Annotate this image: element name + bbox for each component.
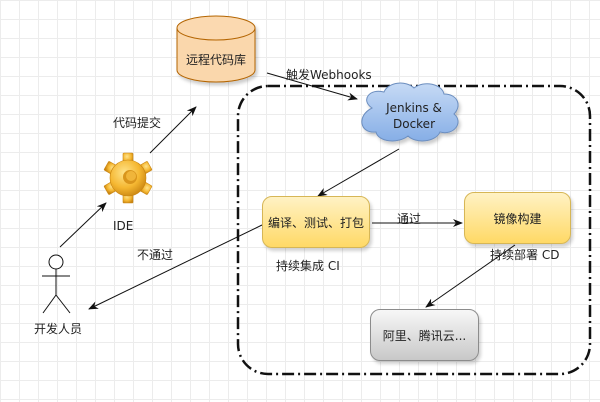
image-node-label: 镜像构建 <box>493 211 542 226</box>
cloud-provider-node[interactable]: 阿里、腾讯云... <box>370 309 479 361</box>
edge-jenkins-to-build <box>317 148 400 197</box>
jenkins-label-line2: Docker <box>392 117 436 131</box>
edge-label-commit: 代码提交 <box>113 116 162 130</box>
cd-group-label: 持续部署 CD <box>490 248 560 262</box>
edge-repo-to-jenkins <box>266 72 358 101</box>
edge-label-fail: 不通过 <box>137 248 174 262</box>
edge-developer-to-ide <box>59 202 107 248</box>
build-test-package-node[interactable]: 编译、测试、打包 <box>262 196 370 248</box>
cloud-node-label: 阿里、腾讯云... <box>382 328 467 343</box>
repo-cylinder-icon <box>176 15 256 83</box>
edge-label-webhook: 触发Webhooks <box>286 68 372 82</box>
jenkins-label-line1: Jenkins & <box>386 101 442 115</box>
ci-group-label: 持续集成 CI <box>276 259 340 273</box>
build-node-label: 编译、测试、打包 <box>267 215 364 230</box>
ide-label: IDE <box>113 219 134 233</box>
jenkins-cloud-icon <box>361 82 459 142</box>
edge-image-to-cloud <box>425 244 516 308</box>
edge-label-pass: 通过 <box>397 212 422 226</box>
developer-label: 开发人员 <box>34 322 83 336</box>
pipeline-group-boundary <box>236 84 592 376</box>
image-build-node[interactable]: 镜像构建 <box>464 192 571 244</box>
edge-ide-to-repo <box>149 106 197 154</box>
developer-actor-icon <box>42 254 71 314</box>
ide-gear-icon <box>103 152 153 204</box>
jenkins-label: Jenkins & Docker <box>372 100 456 132</box>
repo-label: 远程代码库 <box>185 53 246 67</box>
edge-build-to-developer <box>88 224 263 310</box>
